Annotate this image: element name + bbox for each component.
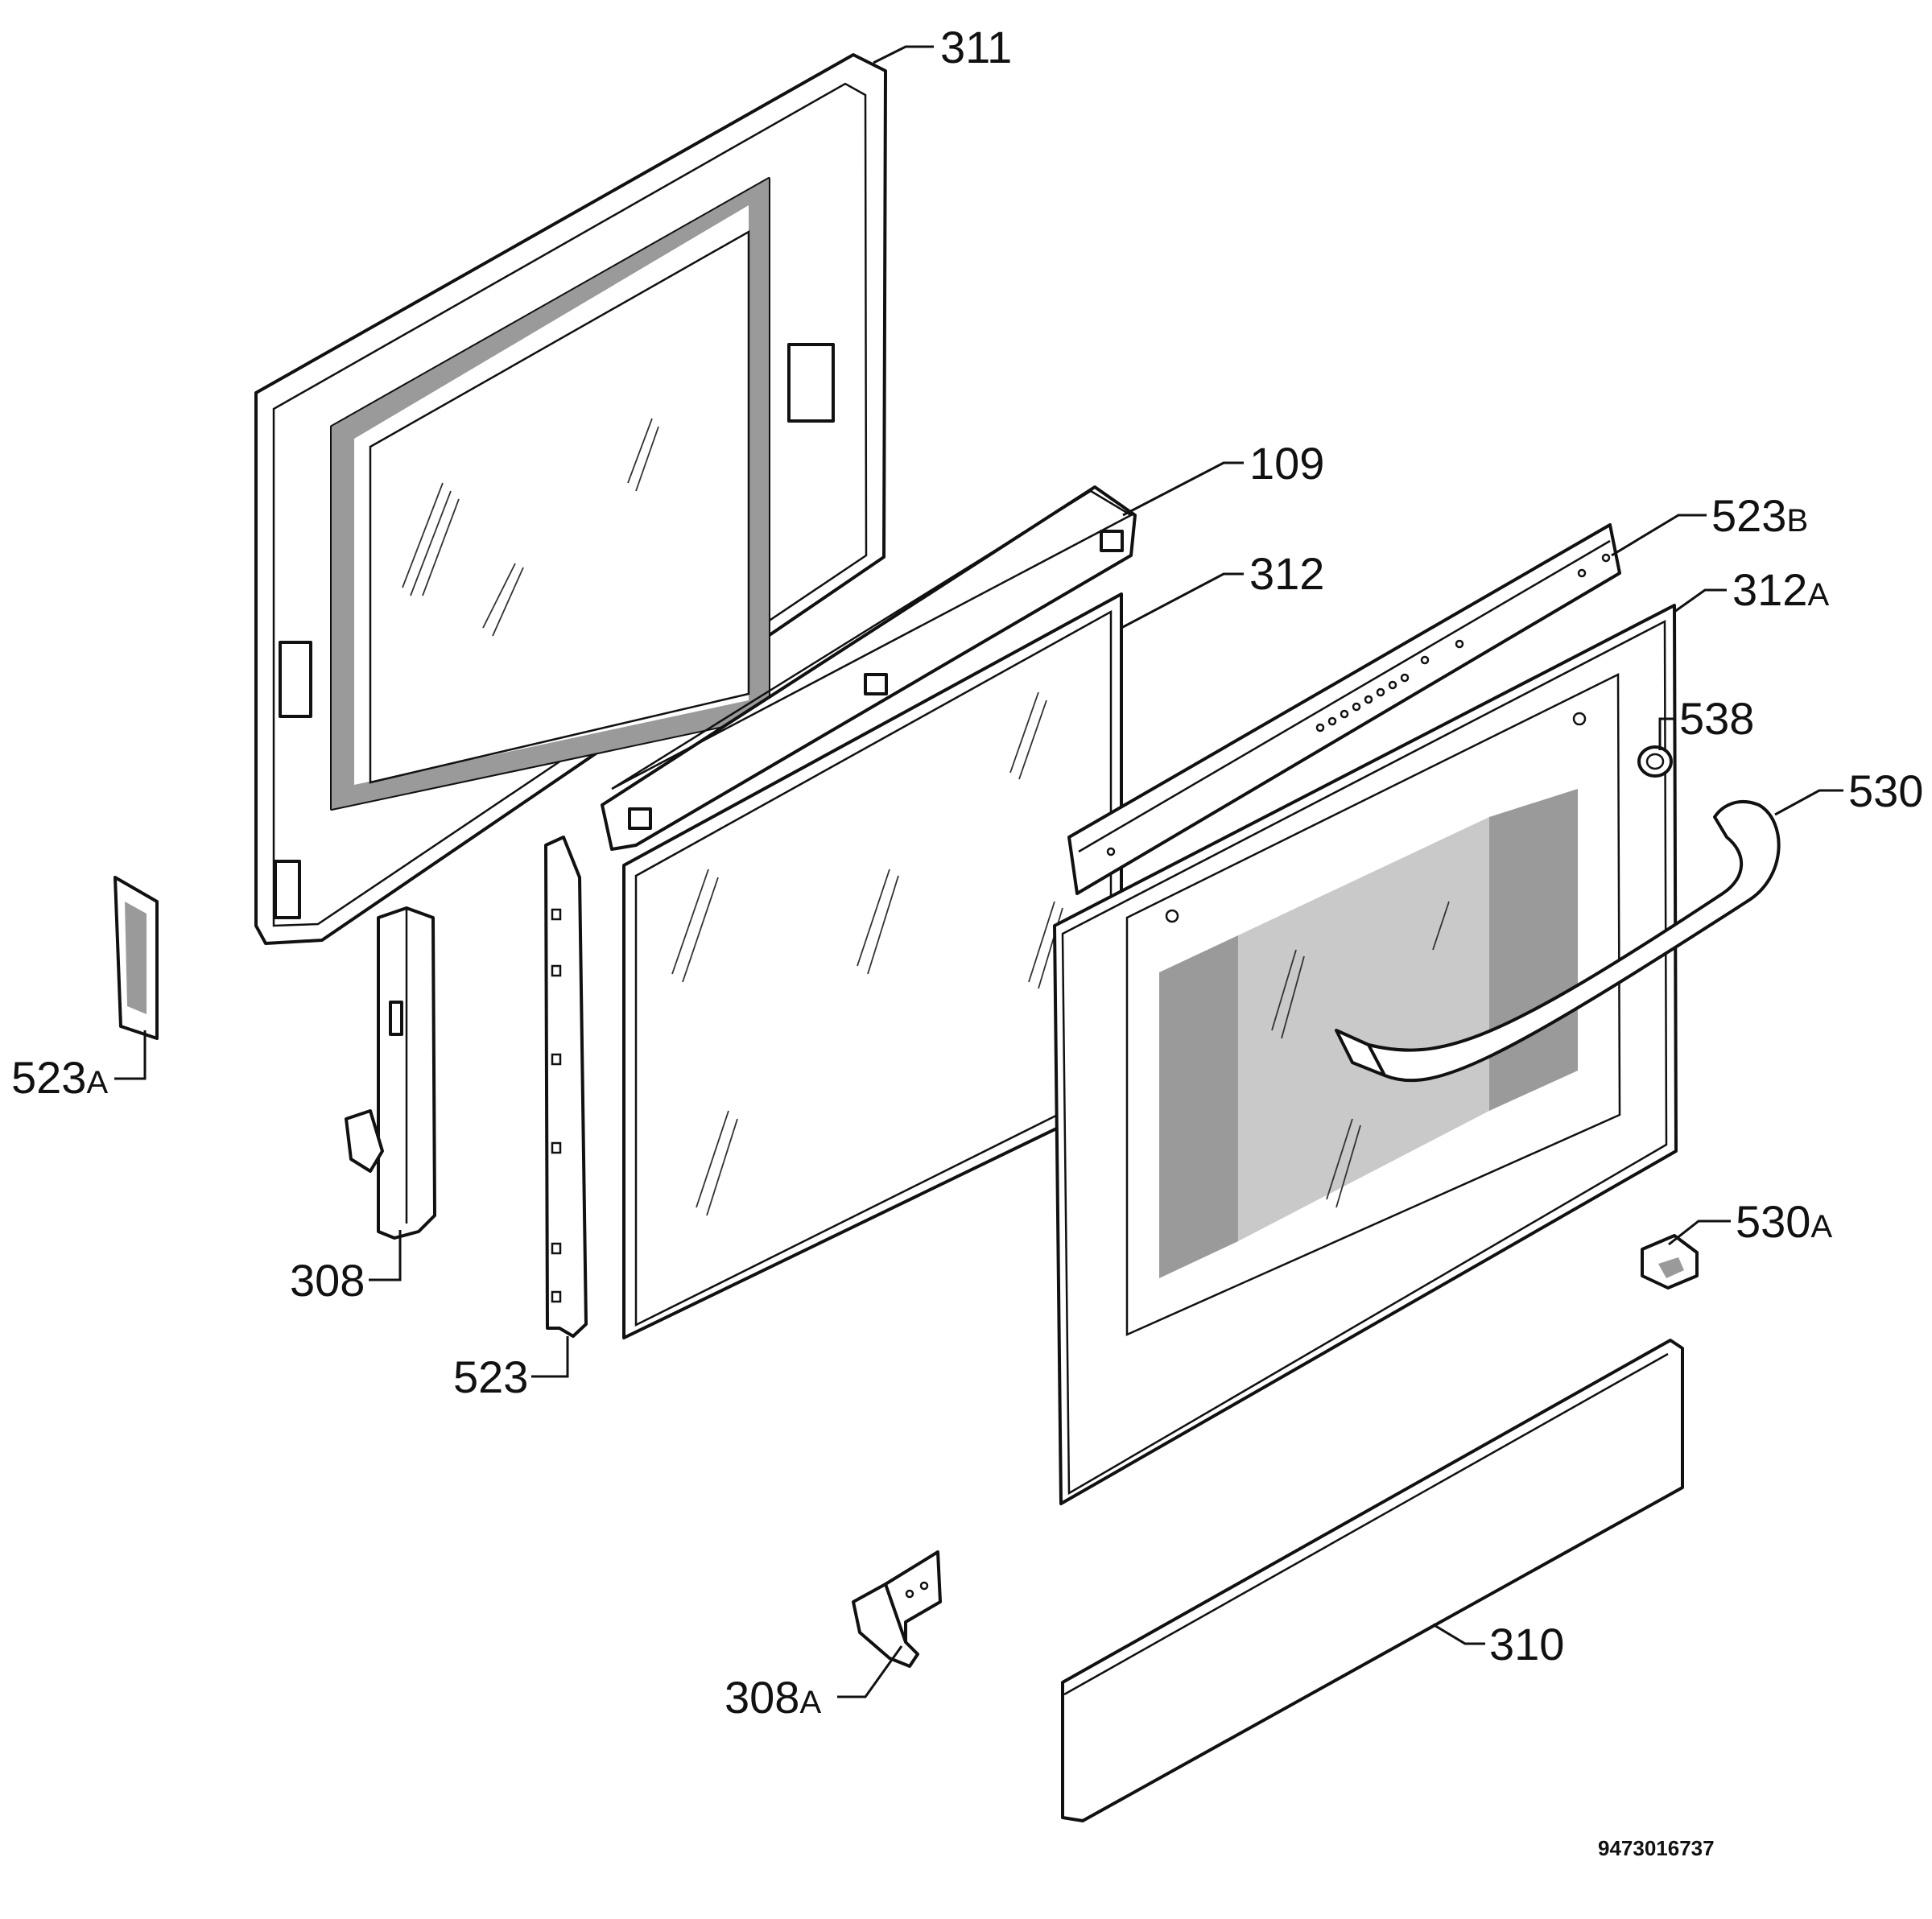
leader-310	[1432, 1623, 1485, 1645]
part-310-bottom-trim-strip	[1061, 1339, 1684, 1822]
label-308: 308	[290, 1255, 365, 1306]
leader-523a	[114, 1030, 147, 1080]
part-530-door-handle	[1335, 800, 1781, 1083]
label-312a: 312A	[1732, 564, 1829, 615]
leader-312	[1121, 572, 1244, 629]
label-311: 311	[940, 22, 1012, 72]
leader-308	[369, 1230, 402, 1281]
part-530a-handle-end-cap	[1641, 1234, 1699, 1290]
leader-lines	[114, 45, 1843, 1698]
part-523b-trim-rail	[1067, 523, 1621, 895]
part-308-hinge	[345, 906, 436, 1240]
leader-530	[1774, 789, 1843, 816]
part-523-side-trim	[544, 836, 588, 1338]
document-number: 9473016737	[1598, 1836, 1715, 1860]
label-538: 538	[1679, 693, 1754, 744]
label-310: 310	[1489, 1619, 1564, 1669]
leader-530a	[1668, 1219, 1731, 1246]
label-523: 523	[453, 1352, 528, 1402]
leader-538	[1658, 717, 1674, 750]
leader-523	[531, 1336, 569, 1378]
label-109: 109	[1249, 438, 1324, 489]
label-530: 530	[1848, 766, 1923, 816]
label-523b: 523B	[1711, 490, 1808, 541]
part-538-round-cap	[1637, 745, 1673, 778]
leader-308a	[837, 1645, 903, 1698]
label-312: 312	[1249, 548, 1324, 599]
leader-312a	[1674, 588, 1727, 613]
label-308a: 308A	[724, 1672, 821, 1723]
part-109-top-rail	[601, 485, 1137, 851]
leader-109	[1122, 461, 1244, 517]
label-523a: 523A	[11, 1052, 108, 1103]
leader-311	[873, 45, 934, 64]
leader-523b	[1611, 514, 1707, 557]
part-311-inner-door-frame	[254, 53, 887, 945]
part-labels: 311 109 312 523B 312A 538 530 523A 308 5…	[11, 22, 1923, 1723]
part-308a-lower-hinge	[852, 1550, 942, 1668]
label-530a: 530A	[1736, 1196, 1832, 1247]
part-523a-side-bracket	[114, 876, 159, 1040]
